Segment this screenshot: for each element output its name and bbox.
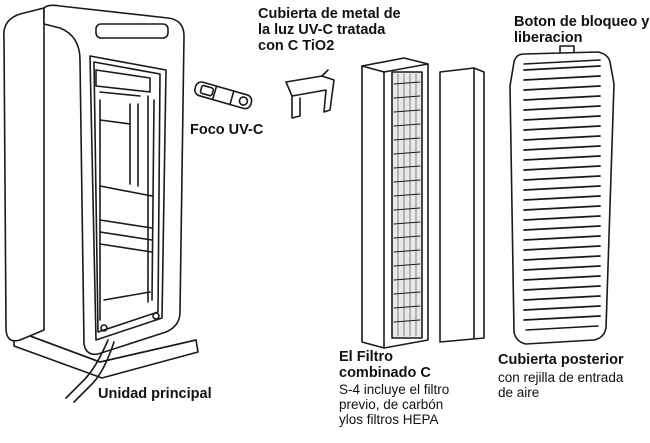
back-cover (509, 45, 615, 345)
uv-bulb (194, 81, 253, 110)
back-cover-description: con rejilla de entrada de aire (498, 370, 624, 401)
uv-bulb-label: Foco UV-C (190, 122, 264, 138)
pre-filter-panel (439, 67, 485, 343)
combination-filter (361, 57, 429, 349)
filter-title-label: El Filtro combinado C (339, 349, 431, 382)
lock-button-label: Boton de bloqueo y liberacion (514, 14, 650, 47)
back-cover-title-label: Cubierta posterior (498, 352, 624, 368)
metal-cover (285, 69, 335, 119)
main-unit-housing (3, 4, 199, 403)
filter-description: S-4 incluye el filtro previo, de carbón … (339, 382, 450, 428)
uv-cover-label: Cubierta de metal de la luz UV-C tratada… (258, 6, 401, 55)
main-unit-label: Unidad principal (98, 386, 212, 402)
